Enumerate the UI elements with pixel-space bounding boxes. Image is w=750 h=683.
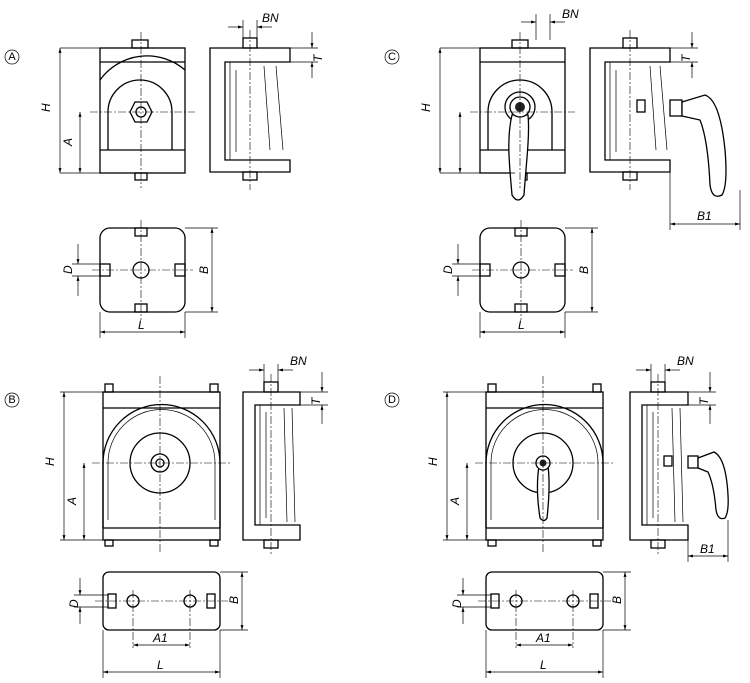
dim-D: D (441, 265, 455, 274)
variant-c-bottom-view: D B L (441, 220, 598, 338)
dim-D: D (450, 599, 464, 608)
variant-c-dims: H BN T B1 (419, 7, 741, 230)
dim-B: B (610, 596, 624, 604)
dim-H: H (39, 103, 53, 112)
dim-D: D (67, 599, 81, 608)
dim-L: L (157, 658, 164, 672)
variant-d-badge: D (384, 392, 400, 408)
dim-BN: BN (262, 11, 279, 25)
dim-T: T (697, 396, 711, 405)
dim-T: T (311, 53, 325, 62)
dim-A: A (61, 138, 75, 147)
svg-text:A: A (8, 51, 16, 63)
dim-L: L (518, 318, 525, 332)
dim-L: L (138, 318, 145, 332)
variant-b-front-view: H A (43, 376, 230, 552)
dim-H: H (426, 457, 440, 466)
svg-text:B: B (8, 394, 15, 406)
variant-a-front-view (90, 32, 195, 188)
variant-a-badge: A (4, 49, 20, 65)
variant-d-side-view: BN T B1 (629, 354, 729, 562)
variant-d-bottom-view: D B A1 L (450, 571, 631, 678)
variant-b-side-view: BN T (242, 354, 328, 556)
dim-A: A (448, 497, 462, 506)
dim-B: B (577, 266, 591, 274)
dim-T: T (309, 396, 323, 405)
dim-B: B (227, 596, 241, 604)
dim-A1: A1 (535, 631, 551, 645)
variant-c-front-view (470, 32, 575, 201)
dim-B: B (197, 266, 211, 274)
variant-a-front-dims: H A BN T (39, 11, 325, 174)
variant-b-badge: B (4, 392, 20, 408)
dim-A: A (65, 497, 79, 506)
variant-c-badge: C (384, 49, 400, 65)
dim-A1: A1 (152, 631, 168, 645)
dim-T: T (679, 53, 693, 62)
dim-D: D (61, 265, 75, 274)
svg-text:C: C (388, 51, 396, 63)
variant-d-front-view: H A (426, 376, 613, 552)
variant-b-bottom-view: D B A1 L (67, 571, 248, 678)
dim-H: H (419, 103, 433, 112)
variant-c-side-view (589, 30, 727, 197)
dim-B1: B1 (697, 209, 712, 223)
dim-B1: B1 (700, 542, 715, 556)
variant-a-side-view (209, 30, 291, 190)
dim-BN: BN (677, 354, 694, 368)
dim-BN: BN (290, 354, 307, 368)
svg-text:D: D (388, 394, 396, 406)
dim-H: H (43, 457, 57, 466)
variant-a-bottom-view: D B L (61, 220, 218, 338)
dim-BN: BN (562, 7, 579, 21)
dim-L: L (540, 658, 547, 672)
